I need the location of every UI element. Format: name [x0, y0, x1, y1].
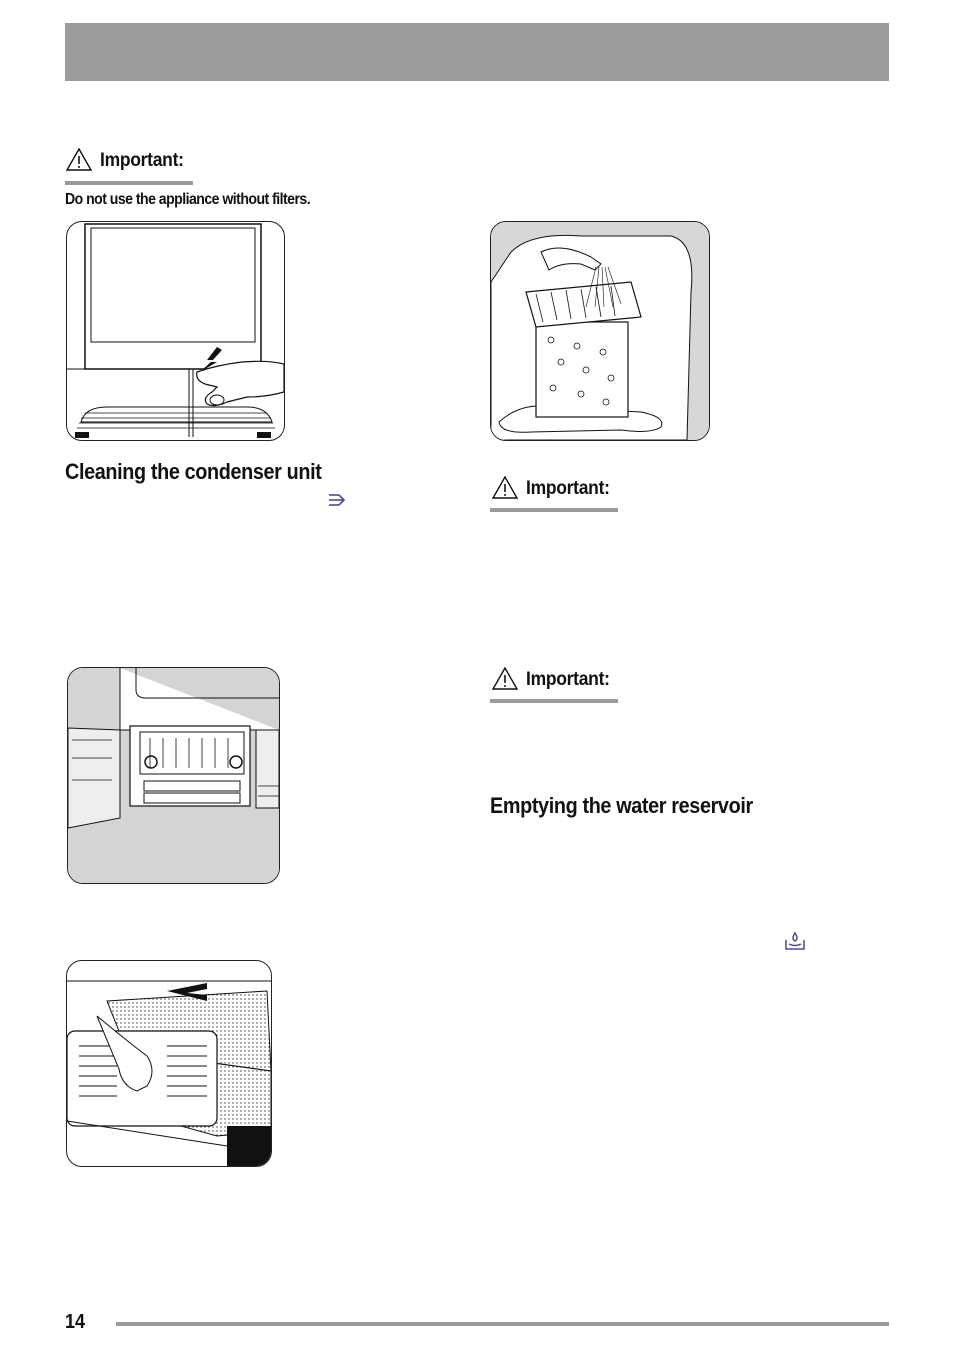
- page-number: 14: [65, 1311, 86, 1333]
- important-underline-right-2: [490, 699, 618, 703]
- important-underline-left: [65, 181, 193, 185]
- important-heading-right-2: Important:: [492, 667, 617, 691]
- heading-emptying-reservoir: Emptying the water reservoir: [490, 793, 753, 818]
- heading-cleaning-condenser: Cleaning the condenser unit: [65, 459, 322, 484]
- important-label: Important:: [526, 478, 610, 499]
- footer-rule: [116, 1322, 889, 1326]
- important-note: Do not use the appliance without filters…: [65, 191, 311, 208]
- important-label: Important:: [526, 669, 610, 690]
- condenser-arrows-icon: [329, 494, 346, 506]
- header-bar: [65, 23, 889, 81]
- figure-rinsing-condenser: [490, 221, 710, 441]
- figure-condenser-cover: [67, 667, 280, 884]
- important-heading-right-1: Important:: [492, 476, 617, 500]
- important-underline-right-1: [490, 508, 618, 512]
- important-heading-left: Important:: [66, 148, 191, 172]
- important-label: Important:: [100, 150, 184, 171]
- warning-triangle-icon: [492, 476, 518, 499]
- warning-triangle-icon: [492, 667, 518, 690]
- water-reservoir-icon: [785, 931, 805, 950]
- figure-filter-removal: [66, 221, 285, 441]
- figure-condenser-removal: [66, 960, 272, 1167]
- warning-triangle-icon: [66, 148, 92, 171]
